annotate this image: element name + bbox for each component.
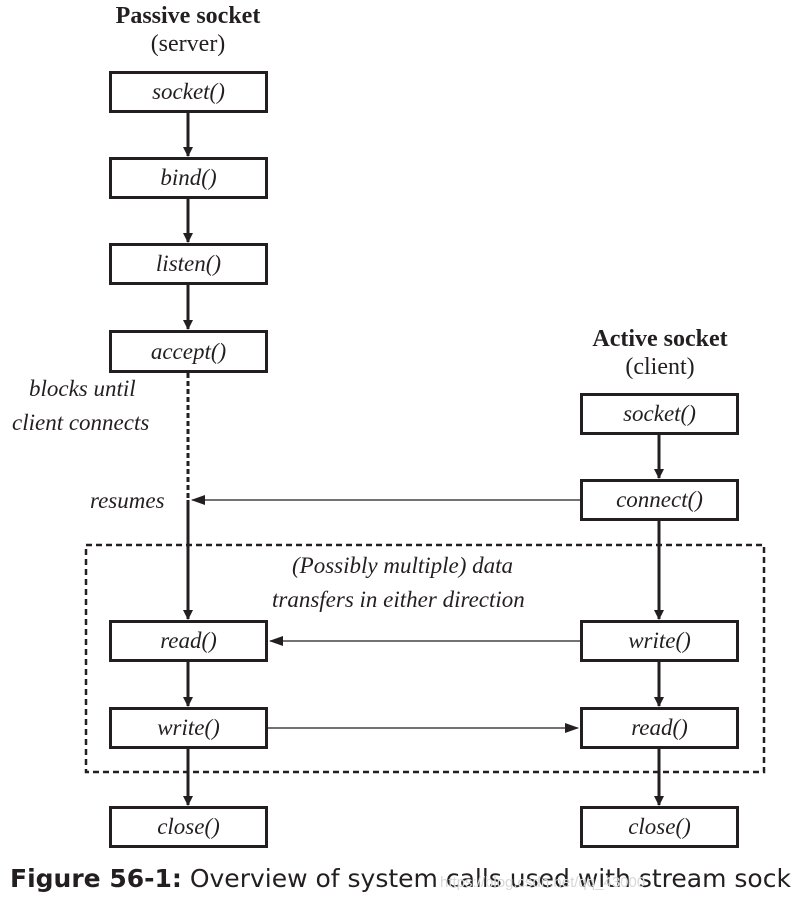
client-title: Active socket xyxy=(592,326,728,352)
client-socket-call: socket() xyxy=(580,393,739,435)
figure-caption: Figure 56-1: Overview of system calls us… xyxy=(10,864,791,893)
figure-caption-text: Overview of system calls used with strea… xyxy=(181,864,791,893)
blocks-note-line2: client connects xyxy=(12,410,150,435)
transfer-note-line2: transfers in either direction xyxy=(272,587,525,612)
client-connect-call: connect() xyxy=(580,479,739,521)
transfer-note-line1: (Possibly multiple) data xyxy=(292,553,514,578)
server-close-call: close() xyxy=(109,806,268,848)
server-write-call: write() xyxy=(109,707,268,749)
server-subtitle: (server) xyxy=(150,31,226,57)
figure-caption-label: Figure 56-1: xyxy=(10,864,182,893)
watermark: https://blog.csdn.net/qq_43000 xyxy=(440,874,646,891)
server-header: Passive socket (server) xyxy=(88,2,288,58)
client-subtitle: (client) xyxy=(625,354,695,380)
server-bind-call: bind() xyxy=(109,157,268,199)
server-accept-call: accept() xyxy=(109,330,268,373)
client-write-call: write() xyxy=(580,620,739,662)
server-socket-call: socket() xyxy=(109,71,268,113)
blocks-note-line1: blocks until xyxy=(29,376,136,401)
client-header: Active socket (client) xyxy=(560,325,760,381)
client-read-call: read() xyxy=(580,707,739,749)
server-read-call: read() xyxy=(109,620,268,662)
resumes-note: resumes xyxy=(90,488,165,513)
server-title: Passive socket xyxy=(115,3,261,29)
server-listen-call: listen() xyxy=(109,243,268,285)
data-transfer-region xyxy=(84,543,766,774)
client-close-call: close() xyxy=(580,806,739,848)
